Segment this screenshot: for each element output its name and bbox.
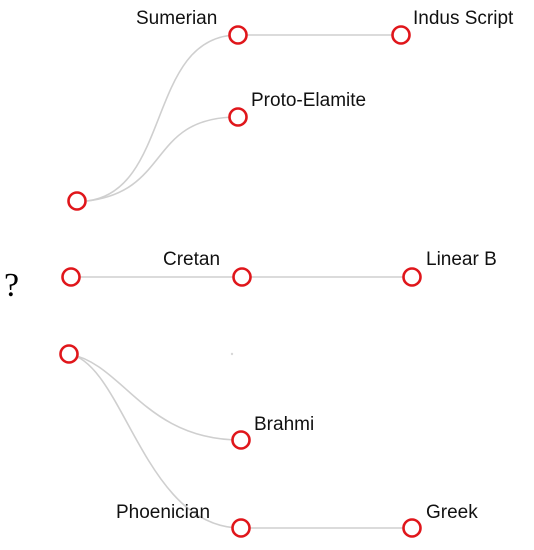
node-root-2[interactable] [61, 267, 81, 287]
unknown-origin-marker: ? [4, 267, 19, 304]
nodes-layer [59, 25, 422, 538]
edges-layer [68, 34, 412, 529]
edge-root-3-to-brahmi [68, 353, 242, 441]
stray-dot [230, 352, 234, 356]
node-cretan[interactable] [232, 267, 252, 287]
node-sumerian[interactable] [228, 25, 248, 45]
label-indus: Indus Script [413, 8, 514, 29]
node-linear-b[interactable] [402, 267, 422, 287]
edge-root-1-to-proto-elamite [86, 116, 239, 202]
label-greek: Greek [426, 502, 478, 523]
node-phoenician[interactable] [231, 518, 251, 538]
label-brahmi: Brahmi [254, 414, 314, 435]
label-proto-elamite: Proto-Elamite [251, 90, 366, 111]
label-cretan: Cretan [163, 249, 220, 270]
node-root-1[interactable] [67, 191, 87, 211]
node-greek[interactable] [402, 518, 422, 538]
label-sumerian: Sumerian [136, 8, 217, 29]
edge-root-1-to-sumerian [86, 34, 239, 202]
node-brahmi[interactable] [231, 430, 251, 450]
node-indus[interactable] [391, 25, 411, 45]
label-linear-b: Linear B [426, 249, 497, 270]
node-root-3[interactable] [59, 344, 79, 364]
label-phoenician: Phoenician [116, 502, 210, 523]
node-proto-elamite[interactable] [228, 107, 248, 127]
edge-root-3-to-phoenician [68, 353, 242, 529]
